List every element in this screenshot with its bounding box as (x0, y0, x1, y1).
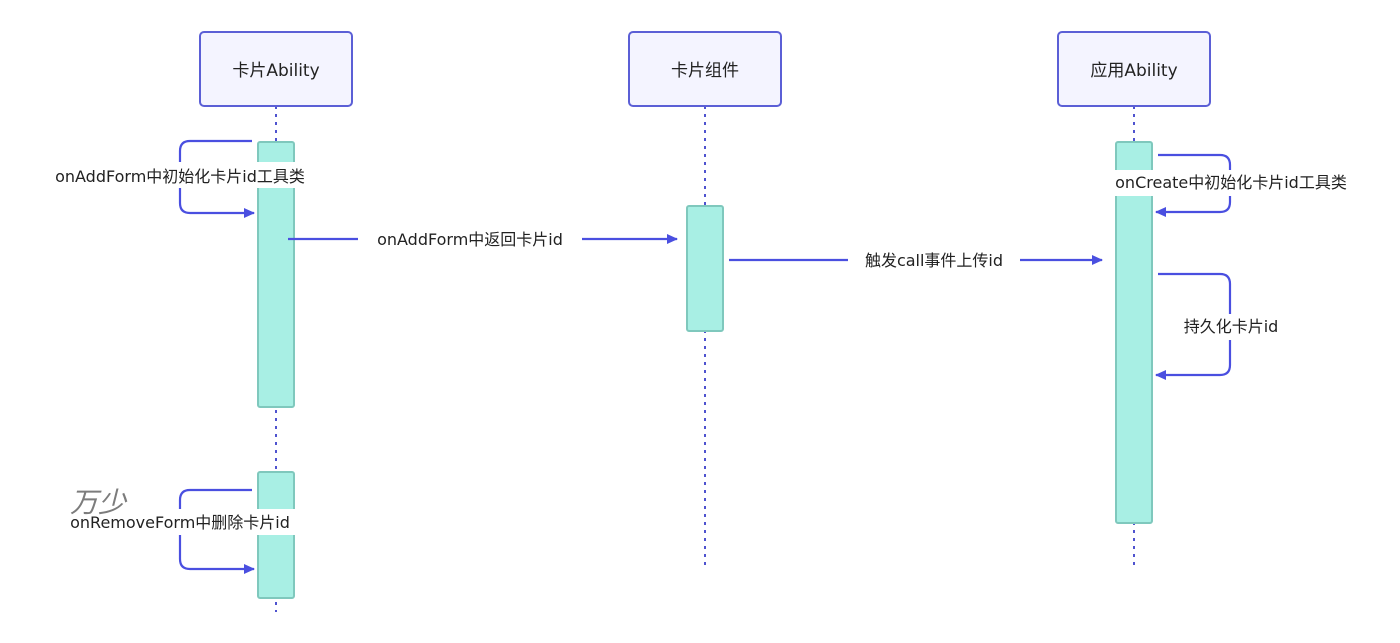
actor-card-ability-label: 卡片Ability (232, 61, 319, 81)
watermark: 万少 (70, 486, 128, 519)
actor-card-ability: 卡片Ability (199, 31, 353, 107)
activation-app-ability (1115, 141, 1153, 524)
label-init-form: onAddForm中初始化卡片id工具类 (55, 167, 305, 186)
actor-card-component: 卡片组件 (628, 31, 782, 107)
label-persist: 持久化卡片id (1184, 317, 1279, 336)
label-return-id: onAddForm中返回卡片id (377, 230, 563, 249)
label-remove: onRemoveForm中删除卡片id (70, 513, 290, 532)
actor-app-ability-label: 应用Ability (1090, 61, 1177, 81)
activation-card-component (686, 205, 724, 332)
activation-card-ability-1 (257, 141, 295, 408)
actor-app-ability: 应用Ability (1057, 31, 1211, 107)
actor-card-component-label: 卡片组件 (671, 61, 739, 81)
label-trigger-call: 触发call事件上传id (865, 251, 1003, 270)
label-init-create: onCreate中初始化卡片id工具类 (1115, 173, 1347, 192)
